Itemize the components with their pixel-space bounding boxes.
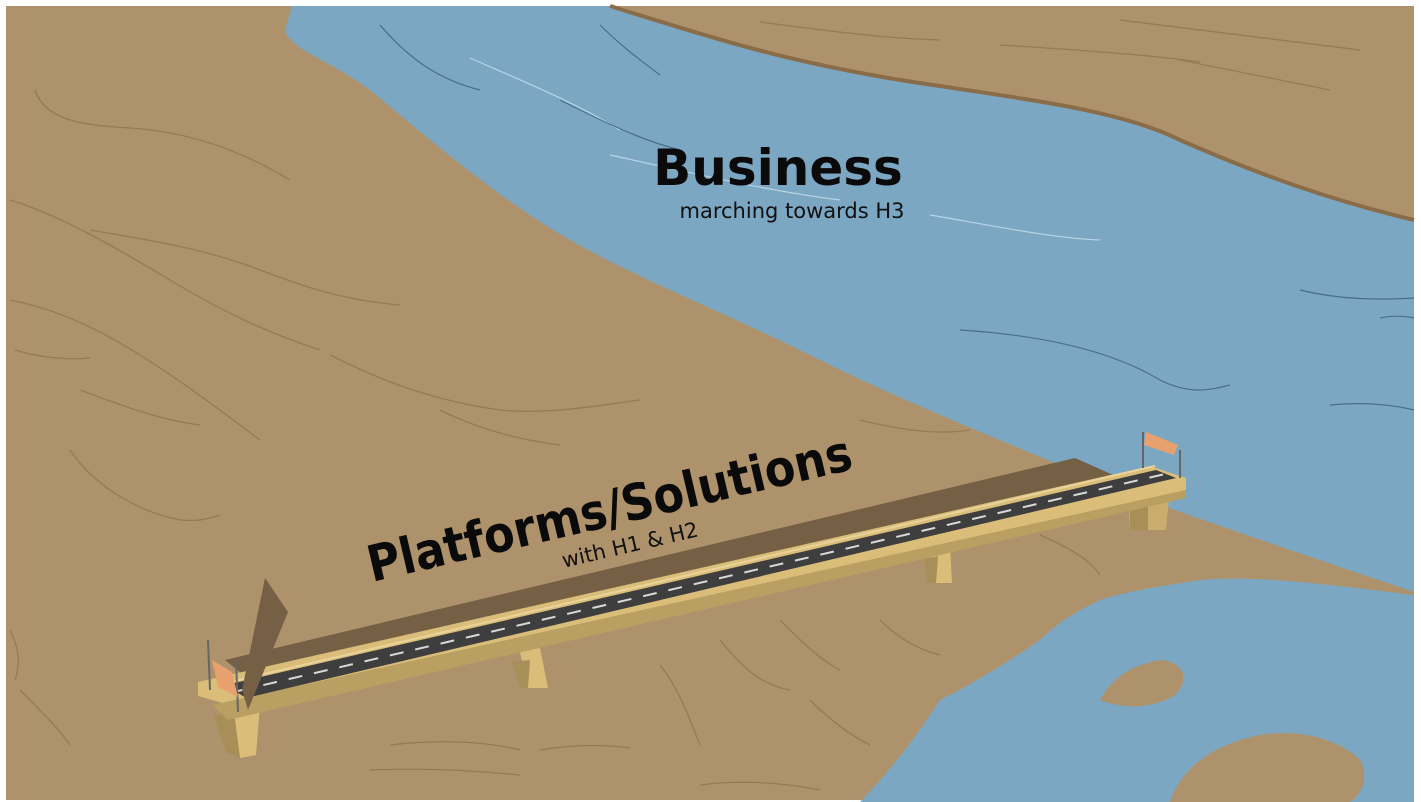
bridge-left-end (207, 578, 288, 713)
bridge-rail-near (229, 465, 1156, 683)
inlet-peninsula (1170, 732, 1365, 802)
right-sign-icon (1144, 432, 1178, 455)
water-ripples (379, 19, 1415, 411)
left-sign-icon (212, 660, 238, 697)
bridge-road (226, 470, 1176, 698)
land-texture (9, 89, 1101, 791)
bridge-deck-underside (212, 490, 1186, 720)
business-title: Business (653, 139, 903, 197)
river-bank-upper (609, 4, 1415, 222)
inlet-island (1100, 660, 1184, 707)
river (285, 6, 1414, 592)
business-subtitle: marching towards H3 (680, 199, 905, 223)
bridge-right-end (1142, 432, 1181, 478)
road-center-dashes (237, 473, 1166, 692)
